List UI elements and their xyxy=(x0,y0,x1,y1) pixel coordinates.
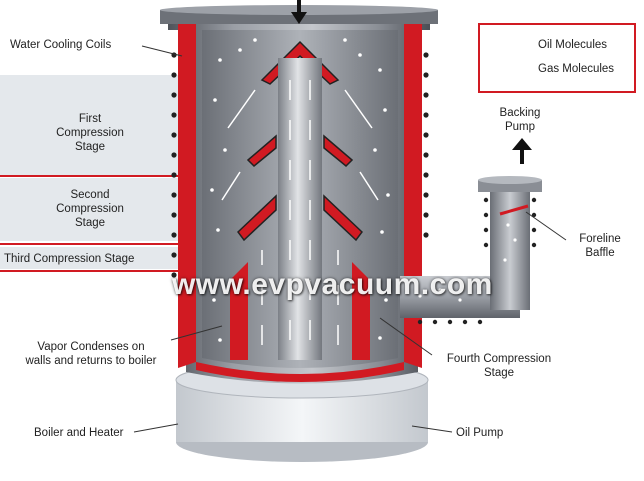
legend-oil-molecules: Oil Molecules xyxy=(538,39,608,51)
legend: Oil Molecules Gas Molecules xyxy=(478,23,636,93)
lower-skirt-right xyxy=(352,262,370,360)
first-stage-band xyxy=(0,75,185,175)
cooling-jacket-bottom xyxy=(196,362,404,382)
vapor-flow-arrows xyxy=(221,80,379,345)
second-stage-band xyxy=(0,178,185,241)
lower-skirt-left xyxy=(230,262,248,360)
label-vapor-condenses: Vapor Condenses on walls and returns to … xyxy=(25,341,157,367)
label-fourth-stage: Fourth Compression Stage xyxy=(446,353,552,379)
leader-lines xyxy=(133,45,567,433)
second-stage-jet-left xyxy=(246,134,277,168)
label-third-stage: Third Compression Stage xyxy=(4,253,135,265)
foreline-gas-molecules xyxy=(418,223,517,302)
foreline-coils xyxy=(417,197,537,325)
foreline-baffle xyxy=(499,204,529,216)
central-column xyxy=(278,58,322,360)
backing-pump-arrow xyxy=(512,138,532,164)
second-stage-jet-right xyxy=(323,134,354,168)
legend-gas-molecules: Gas Molecules xyxy=(538,63,615,75)
cooling-jacket-left xyxy=(178,24,196,368)
third-stage-jet-right xyxy=(323,194,364,242)
label-boiler-heater: Boiler and Heater xyxy=(34,427,124,439)
foreline-flange-rim xyxy=(478,176,542,184)
third-stage-jet-left xyxy=(236,194,277,242)
label-water-cooling-coils: Water Cooling Coils xyxy=(10,39,112,51)
label-oil-pump: Oil Pump xyxy=(456,427,504,439)
label-second-stage: Second Compression Stage xyxy=(56,189,124,229)
label-foreline-baffle: Foreline Baffle xyxy=(579,233,621,259)
water-cooling-coils xyxy=(171,52,429,278)
third-stage-band xyxy=(0,247,185,269)
watermark: www.evpvacuum.com xyxy=(172,268,493,301)
label-first-stage: First Compression Stage xyxy=(56,113,124,153)
inlet-arrow-head xyxy=(291,12,307,24)
label-backing-pump: Backing Pump xyxy=(499,107,541,133)
gas-molecules xyxy=(210,38,390,342)
